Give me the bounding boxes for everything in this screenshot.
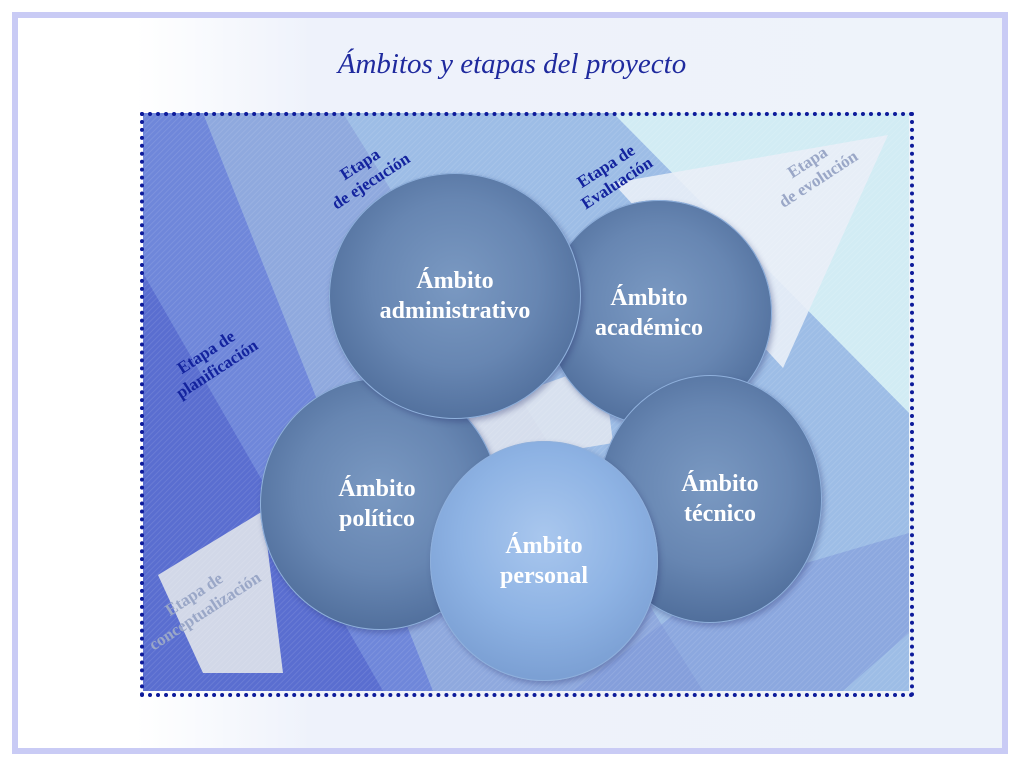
diagram: Etapa de ejecución Etapa de Evaluación E… bbox=[143, 113, 909, 691]
circle-politico-label: Ámbito político bbox=[338, 476, 416, 532]
circle-administrativo: Ámbito administrativo bbox=[329, 173, 581, 419]
circle-academico-label: Ámbito académico bbox=[595, 285, 703, 341]
circle-personal-label: Ámbito personal bbox=[499, 533, 588, 589]
slide-title: Ámbitos y etapas del proyecto bbox=[337, 48, 687, 80]
circle-administrativo-label: Ámbito administrativo bbox=[379, 268, 531, 324]
circle-tecnico-label: Ámbito técnico bbox=[681, 471, 759, 527]
circle-personal: Ámbito personal bbox=[430, 441, 658, 681]
